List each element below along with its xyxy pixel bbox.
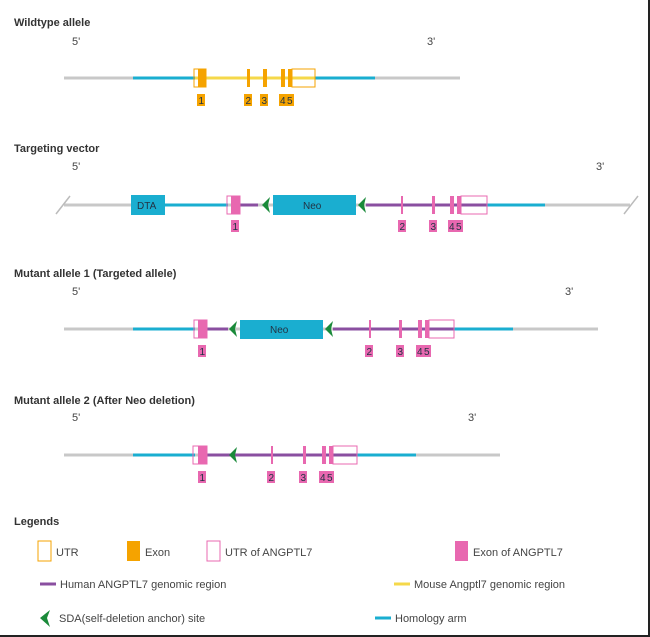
exon-4: [322, 446, 326, 464]
exon-label: 1: [200, 347, 206, 358]
sda-site-icon: [358, 197, 366, 213]
exon-label: 4: [280, 96, 286, 107]
exon-number-boxes: [231, 220, 463, 232]
break-mark: [55, 195, 71, 215]
legend-title: Legends: [14, 516, 59, 528]
legend-utr-human-swatch: [206, 540, 221, 562]
exon-number-boxes: [197, 94, 294, 106]
exon-4: [418, 320, 422, 338]
five-prime-label: 5': [72, 286, 80, 298]
exon-label: 2: [400, 222, 406, 233]
exon-3: [303, 446, 306, 464]
exon-1: [198, 69, 206, 87]
three-prime-label: 3': [596, 161, 604, 173]
legend-human-region-label: Human ANGPTL7 genomic region: [60, 579, 226, 591]
five-prime-label: 5': [72, 161, 80, 173]
exon-4: [281, 69, 285, 87]
exon-label: 3: [262, 96, 268, 107]
sda-site-icon: [262, 197, 270, 213]
mutant-allele-1: Mutant allele 1 (Targeted allele) 5' 3' …: [14, 268, 598, 358]
exon-3: [432, 196, 435, 214]
exon-label: 3: [431, 222, 437, 233]
sda-site-icon: [229, 321, 237, 337]
exon-number-boxes: [198, 345, 431, 357]
exon-2: [247, 69, 250, 87]
exon-label: 1: [233, 222, 239, 233]
legend-utr-human-label: UTR of ANGPTL7: [225, 547, 312, 559]
exon-label: 5: [424, 347, 430, 358]
exon-label: 2: [367, 347, 373, 358]
exon-1: [231, 196, 240, 214]
exon-label: 3: [398, 347, 404, 358]
sda-site-icon: [229, 447, 237, 463]
break-mark: [623, 195, 639, 215]
utr-box: [291, 68, 316, 88]
dta-cassette: [131, 195, 165, 215]
legend: Legends UTR Exon UTR of ANGPTL7 Exon of …: [14, 516, 565, 627]
neo-label: Neo: [303, 201, 322, 212]
utr-box: [332, 445, 358, 465]
dta-label: DTA: [137, 201, 157, 212]
exon-2: [271, 446, 273, 464]
three-prime-label: 3': [468, 412, 476, 424]
legend-homology-label: Homology arm: [395, 613, 467, 625]
exon-1: [198, 446, 207, 464]
neo-label: Neo: [270, 325, 289, 336]
exon-2: [401, 196, 403, 214]
mutant2-title: Mutant allele 2 (After Neo deletion): [14, 395, 195, 407]
utr-box: [428, 319, 455, 339]
legend-utr-swatch: [37, 540, 52, 562]
exon-label: 4: [417, 347, 423, 358]
exon-label: 2: [269, 473, 275, 484]
wildtype-title: Wildtype allele: [14, 17, 90, 29]
exon-1: [198, 320, 207, 338]
neo-cassette: [240, 320, 323, 339]
exon-5: [329, 446, 333, 464]
exon-5: [457, 196, 461, 214]
targeting-vector: Targeting vector 5' 3' DTA Neo 1 2 3 4 5: [14, 143, 639, 233]
legend-sda-icon: [40, 610, 50, 627]
exon-label: 3: [301, 473, 307, 484]
exon-5: [425, 320, 429, 338]
exon-5: [288, 69, 292, 87]
exon-label: 4: [449, 222, 455, 233]
mutant1-title: Mutant allele 1 (Targeted allele): [14, 268, 177, 280]
exon-label: 5: [327, 473, 333, 484]
mutant-allele-2: Mutant allele 2 (After Neo deletion) 5' …: [14, 395, 500, 484]
legend-utr-label: UTR: [56, 547, 79, 559]
exon-2: [369, 320, 371, 338]
neo-cassette: [273, 195, 356, 215]
exon-label: 1: [200, 473, 206, 484]
utr-box: [460, 195, 488, 215]
exon-3: [263, 69, 267, 87]
sda-site-icon: [325, 321, 333, 337]
five-prime-label: 5': [72, 412, 80, 424]
exon-3: [399, 320, 402, 338]
legend-exon-swatch: [127, 541, 140, 561]
five-prime-label: 5': [72, 36, 80, 48]
exon-label: 4: [320, 473, 326, 484]
three-prime-label: 3': [427, 36, 435, 48]
exon-label: 1: [199, 96, 205, 107]
exon-label: 2: [246, 96, 252, 107]
targeting-title: Targeting vector: [14, 143, 100, 155]
legend-exon-human-swatch: [455, 541, 468, 561]
legend-exon-human-label: Exon of ANGPTL7: [473, 547, 563, 559]
exon-label: 5: [456, 222, 462, 233]
exon-4: [450, 196, 454, 214]
wildtype-allele: Wildtype allele 5' 3' 1 2 3 4 5: [14, 17, 460, 107]
exon-label: 5: [287, 96, 293, 107]
legend-exon-label: Exon: [145, 547, 170, 559]
legend-mouse-region-label: Mouse Angptl7 genomic region: [414, 579, 565, 591]
exon-number-boxes: [198, 471, 334, 483]
legend-sda-label: SDA(self-deletion anchor) site: [59, 613, 205, 625]
three-prime-label: 3': [565, 286, 573, 298]
